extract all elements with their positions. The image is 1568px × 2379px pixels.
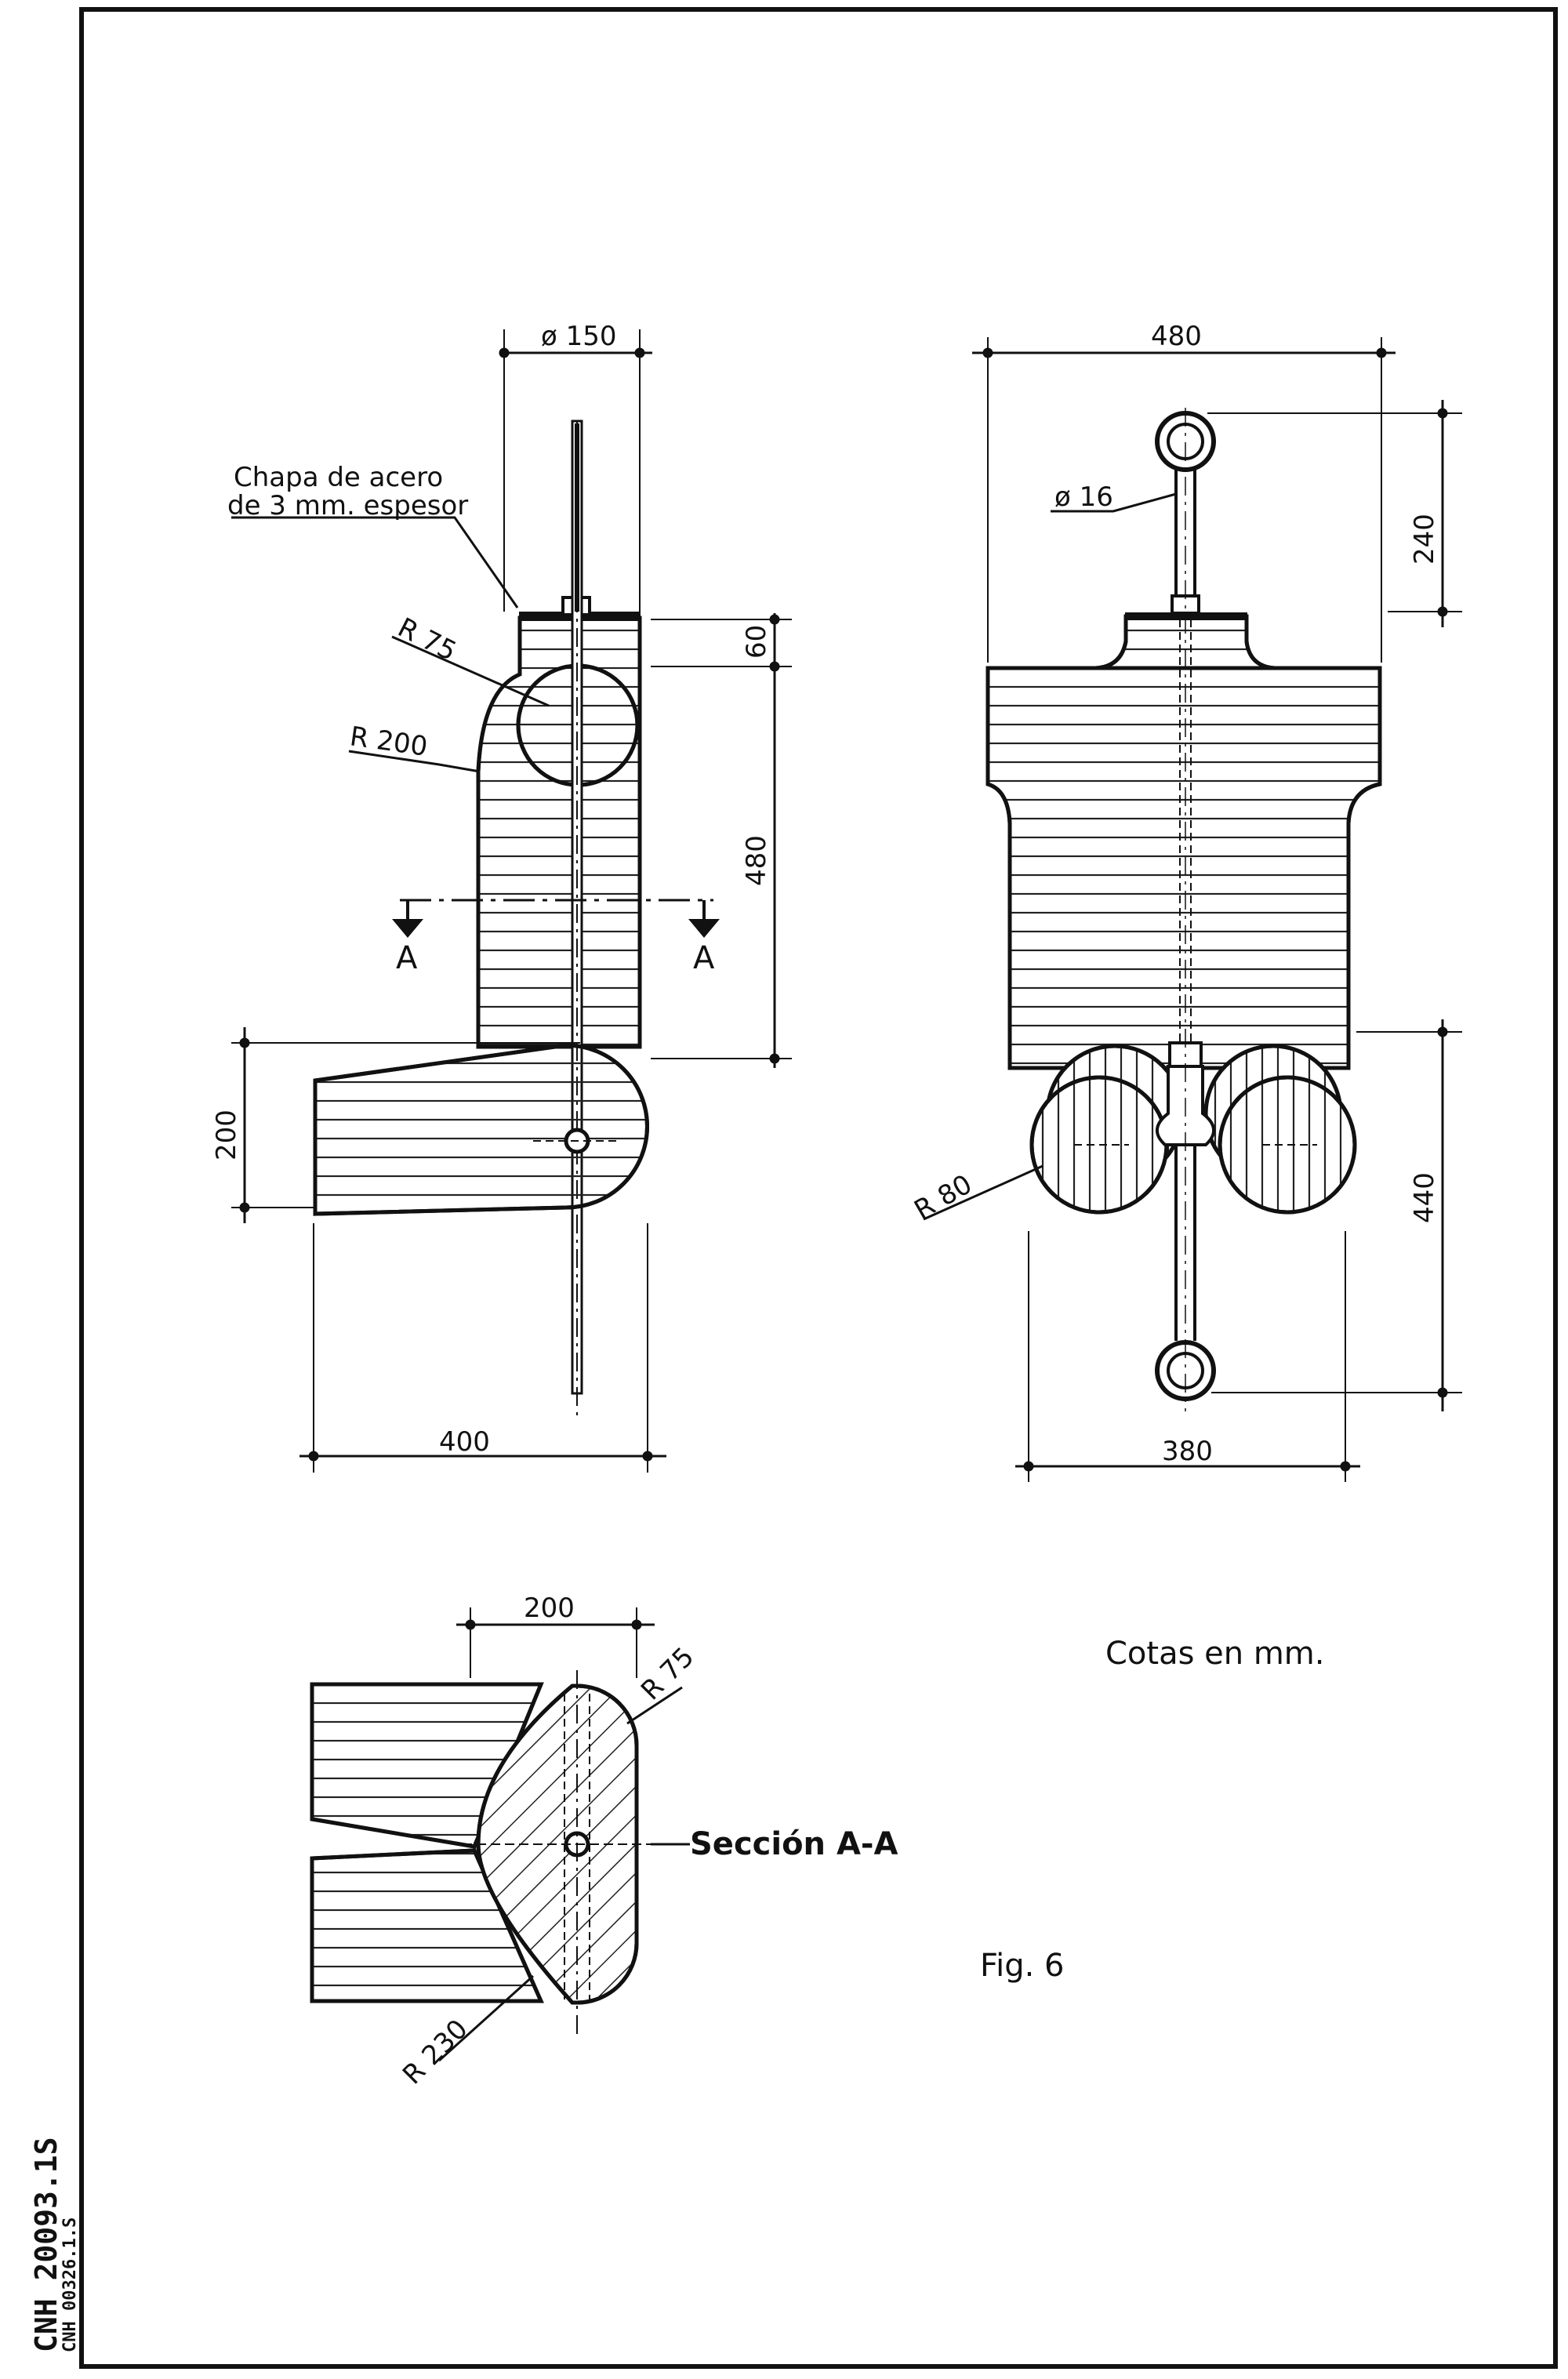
section-dim-width: 200 bbox=[524, 1593, 575, 1624]
side-top-diameter: ø 150 bbox=[541, 321, 617, 352]
section-label: Sección A-A bbox=[690, 1826, 898, 1862]
side-dim-width: 400 bbox=[439, 1426, 490, 1458]
units-note: Cotas en mm. bbox=[1105, 1636, 1324, 1672]
front-dim-width-bottom: 380 bbox=[1162, 1436, 1213, 1467]
side-dim-arm: 200 bbox=[211, 1110, 242, 1160]
front-dim-bottom: 440 bbox=[1409, 1172, 1440, 1223]
section-mark-left: A bbox=[396, 940, 418, 976]
front-view bbox=[923, 337, 1462, 1482]
section-radius-large: R 230 bbox=[397, 2014, 474, 2091]
section-mark-right: A bbox=[693, 940, 715, 976]
side-arm bbox=[313, 1043, 649, 1216]
side-dim-top: 60 bbox=[741, 625, 772, 659]
front-dim-width-top: 480 bbox=[1151, 321, 1202, 352]
front-dim-top-rod: 240 bbox=[1409, 514, 1440, 565]
front-body bbox=[985, 666, 1382, 1070]
code-main: CNH 20093.1S bbox=[29, 2137, 64, 2352]
drawing-frame bbox=[79, 7, 1558, 2369]
side-dim-height: 480 bbox=[741, 835, 772, 886]
side-view bbox=[231, 329, 792, 1473]
plate-note-line2: de 3 mm. espesor bbox=[227, 490, 468, 521]
plate-note-line1: Chapa de acero bbox=[234, 462, 443, 493]
section-view bbox=[310, 1607, 690, 2062]
front-rod-diameter: ø 16 bbox=[1054, 481, 1113, 513]
code-sub: CNH 00326.1.S bbox=[60, 2217, 80, 2352]
side-radius-large: R 200 bbox=[348, 721, 430, 762]
figure-caption: Fig. 6 bbox=[980, 1948, 1064, 1984]
side-radius-small: R 75 bbox=[393, 612, 461, 667]
front-roller-radius: R 80 bbox=[909, 1168, 978, 1226]
